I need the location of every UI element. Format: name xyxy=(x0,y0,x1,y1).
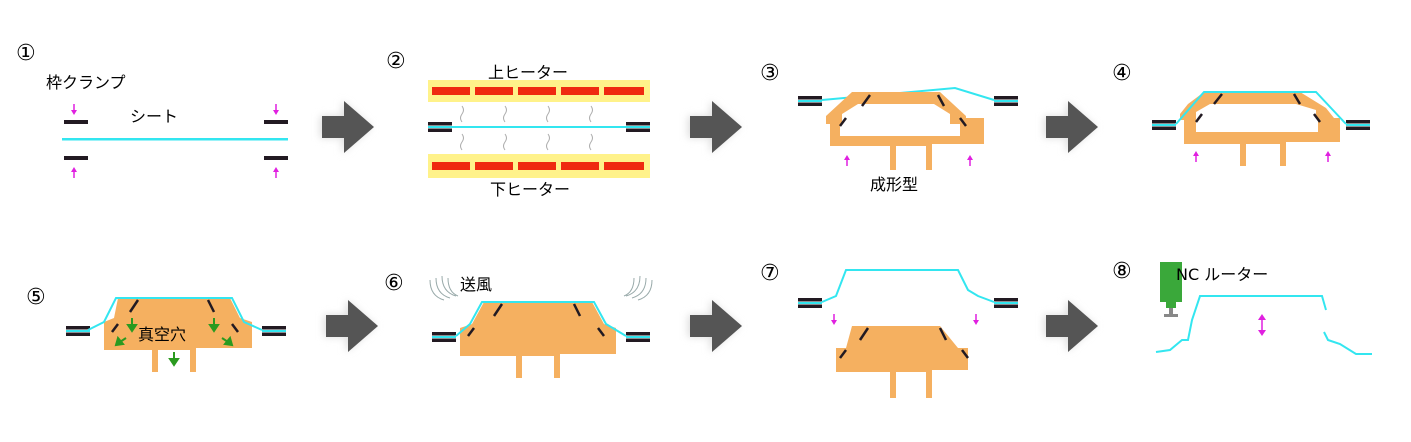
trimmed-scrap xyxy=(1323,331,1372,355)
sheet xyxy=(455,301,627,337)
step-4: ④ xyxy=(1112,61,1370,166)
mold-seams xyxy=(839,94,967,127)
double-arrow-icon xyxy=(1258,314,1266,336)
step-6: ⑥ 送風 xyxy=(384,271,653,378)
step-number: ⑧ xyxy=(1112,259,1132,284)
nc-router-label: NC ルーター xyxy=(1176,265,1268,284)
mold xyxy=(460,302,616,378)
mold-base xyxy=(830,118,984,170)
right-arrow-icon xyxy=(320,101,374,153)
right-arrow-icon xyxy=(1044,300,1098,352)
lower-heater-elements xyxy=(432,162,644,170)
step-2: ② 上ヒーター 下ヒーター xyxy=(386,49,650,199)
down-arrow-icon xyxy=(830,313,838,326)
mold-label: 成形型 xyxy=(870,175,918,194)
mold-base xyxy=(1184,118,1340,166)
sheet xyxy=(62,138,288,141)
step-1: ① 枠クランプ シート xyxy=(16,41,288,179)
air-blow-icon xyxy=(429,275,459,301)
vacuum-hole-label: 真空穴 xyxy=(138,325,186,344)
air-blow-label: 送風 xyxy=(460,275,492,294)
down-arrow-icon xyxy=(272,103,280,116)
step-number: ② xyxy=(386,49,406,74)
up-arrow-icon xyxy=(843,154,851,167)
mold-seams xyxy=(1195,93,1321,123)
clamp-lower-left xyxy=(64,156,88,160)
right-arrow-icon xyxy=(324,300,378,352)
frame-clamp-label: 枠クランプ xyxy=(46,73,126,92)
step-number: ③ xyxy=(760,61,780,86)
up-arrow-icon xyxy=(1192,150,1200,163)
sheet xyxy=(1175,91,1347,125)
clamp-upper-left xyxy=(64,120,88,124)
step-number: ④ xyxy=(1112,61,1132,86)
formed-sheet xyxy=(821,269,995,303)
sheet xyxy=(452,126,626,128)
up-arrow-icon xyxy=(272,166,280,179)
sheet-label: シート xyxy=(130,107,178,126)
vacuum-arrows xyxy=(114,318,234,367)
upper-heater-elements xyxy=(432,87,644,95)
mold xyxy=(836,326,968,398)
mold-seams xyxy=(467,303,605,337)
down-arrow-icon xyxy=(972,313,980,326)
mold xyxy=(104,298,252,372)
right-arrow-icon xyxy=(688,300,742,352)
sheet xyxy=(87,297,263,331)
mold-seams xyxy=(111,299,239,333)
up-arrow-icon xyxy=(70,166,78,179)
upper-heater-label: 上ヒーター xyxy=(488,63,568,82)
clamp-lower-right xyxy=(264,156,288,160)
step-7: ⑦ xyxy=(760,261,1018,398)
heat-waves xyxy=(460,105,593,151)
trimmed-part xyxy=(1155,295,1327,353)
clamp-upper-right xyxy=(264,120,288,124)
lower-heater-label: 下ヒーター xyxy=(490,180,570,199)
right-arrow-icon xyxy=(1044,101,1098,153)
up-arrow-icon xyxy=(1324,150,1332,163)
step-3: ③ 成形型 xyxy=(760,61,1018,194)
step-8: ⑧ NC ルーター xyxy=(1112,259,1372,355)
step-5: ⑤ 真空穴 xyxy=(26,285,286,372)
mold-core xyxy=(826,92,966,124)
step-number: ⑥ xyxy=(384,271,404,296)
up-arrow-icon xyxy=(966,154,974,167)
step-number: ① xyxy=(16,41,36,66)
down-arrow-icon xyxy=(70,103,78,116)
step-number: ⑤ xyxy=(26,285,46,310)
mold-seams xyxy=(839,327,969,359)
step-number: ⑦ xyxy=(760,261,780,286)
air-blow-icon xyxy=(623,275,653,301)
mold-core xyxy=(1180,92,1334,120)
right-arrow-icon xyxy=(688,101,742,153)
nc-router-icon xyxy=(1160,262,1182,317)
